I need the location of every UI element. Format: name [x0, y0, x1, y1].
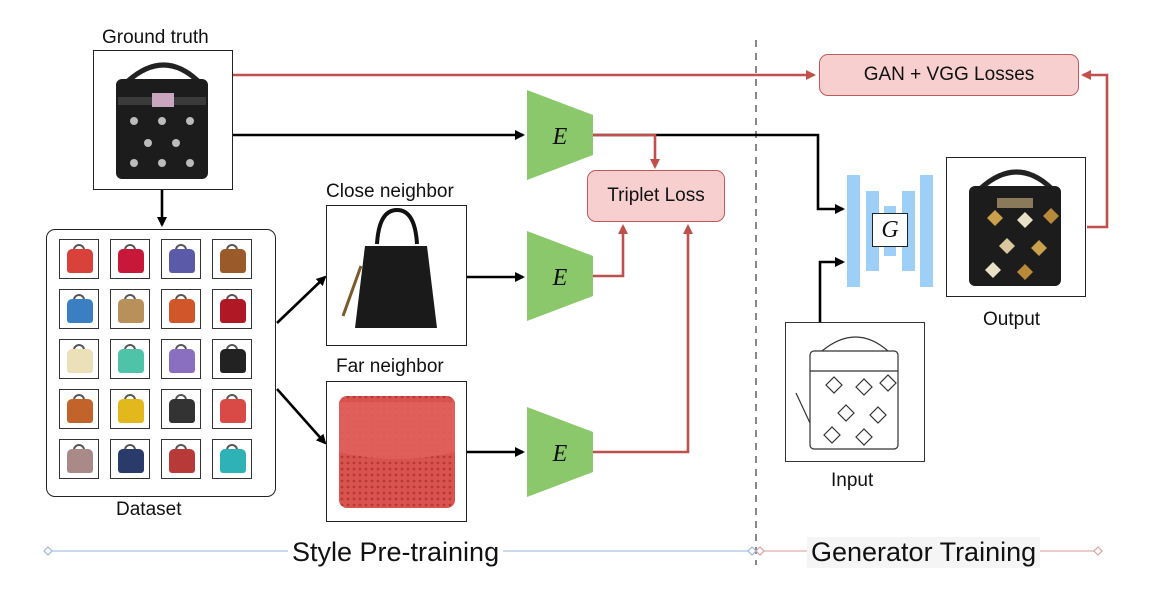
anchor-to-triplet-arrow — [593, 133, 660, 169]
far-neighbor-label: Far neighbor — [336, 356, 444, 377]
black-tote-illustration — [341, 207, 437, 328]
ground-truth-label: Ground truth — [102, 27, 209, 48]
dataset-grid — [46, 229, 276, 497]
dataset-thumbnail — [212, 339, 252, 379]
dataset-thumbnail — [59, 239, 99, 279]
dataset-to-far-arrow — [276, 388, 327, 445]
encoder-close-label: E — [552, 265, 568, 291]
encoder-far-label: E — [552, 441, 568, 467]
dataset-to-close-arrow — [276, 275, 327, 324]
input-sketch-image — [785, 322, 925, 462]
far-to-triplet-arrow — [593, 224, 693, 454]
gan-vgg-loss-box: GAN + VGG Losses — [819, 54, 1079, 96]
output-image — [946, 157, 1086, 297]
input-to-generator-arrow — [818, 257, 845, 322]
dataset-thumbnail — [161, 439, 201, 479]
red-mesh-clutch-illustration — [339, 396, 455, 508]
dataset-thumbnail — [212, 239, 252, 279]
close-neighbor-image — [326, 205, 467, 346]
dataset-label: Dataset — [116, 499, 182, 520]
dataset-thumbnail — [161, 339, 201, 379]
dataset-thumbnail — [110, 439, 150, 479]
style-pretraining-title: Style Pre-training — [288, 537, 504, 568]
dataset-thumbnail — [212, 389, 252, 429]
dataset-thumbnail — [59, 339, 99, 379]
dataset-thumbnail — [161, 389, 201, 429]
dataset-thumbnail — [59, 389, 99, 429]
dataset-thumbnail — [161, 239, 201, 279]
encoder-gt-label: E — [552, 124, 568, 150]
close-to-triplet-arrow — [593, 224, 628, 278]
dataset-thumbnail — [212, 439, 252, 479]
encoder-close — [527, 231, 593, 321]
ground-truth-image — [93, 50, 233, 190]
generator-training-title: Generator Training — [807, 537, 1041, 568]
encoder-gt — [527, 90, 593, 180]
dataset-thumbnail — [110, 289, 150, 329]
output-to-gan-loss-arrow — [1081, 70, 1109, 229]
edge-map-illustration — [795, 336, 899, 450]
far-neighbor-image — [326, 381, 467, 522]
dataset-thumbnail — [212, 289, 252, 329]
input-label: Input — [831, 470, 874, 491]
dataset-thumbnail — [110, 389, 150, 429]
dataset-thumbnail — [110, 339, 150, 379]
triplet-loss-box: Triplet Loss — [587, 170, 725, 222]
encoder-far — [527, 407, 593, 497]
dataset-thumbnail — [59, 439, 99, 479]
dataset-thumbnail — [59, 289, 99, 329]
black-handbag-illustration — [116, 62, 208, 179]
dataset-thumbnail — [161, 289, 201, 329]
generated-handbag-illustration — [969, 169, 1061, 286]
output-label: Output — [983, 309, 1041, 330]
generator-label: G — [872, 213, 908, 247]
style-code-to-generator-arrow — [593, 133, 845, 214]
close-neighbor-label: Close neighbor — [326, 181, 454, 202]
dataset-thumbnail — [110, 239, 150, 279]
